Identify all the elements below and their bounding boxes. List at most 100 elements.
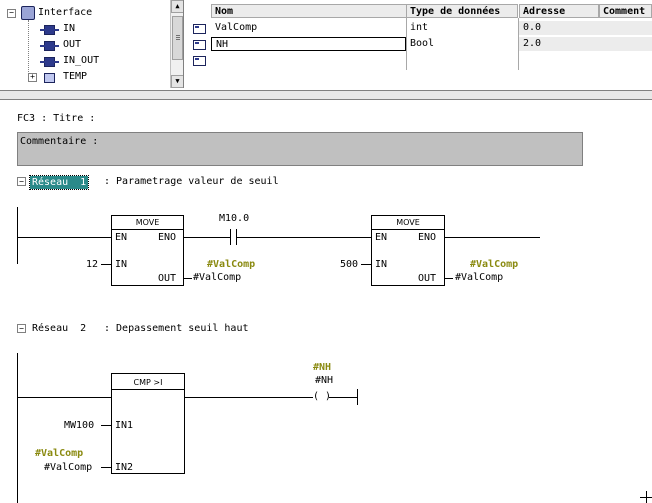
variable-comment-cell[interactable] [599,37,652,51]
pin-in: IN [375,259,388,270]
column-divider [406,18,407,70]
network-collapse-icon[interactable]: − [17,324,26,333]
pane-splitter[interactable] [0,90,652,100]
pin-in: IN [115,259,128,270]
move-2-out-operand[interactable]: #ValComp [455,272,504,283]
rung-wire [236,237,371,238]
network-2-title[interactable]: : Depassement seuil haut [104,323,249,334]
table-row[interactable]: NH Bool 2.0 [190,37,652,51]
pin-wire [361,264,371,265]
variable-type-cell[interactable]: Bool [410,38,435,49]
tree-item-label: IN_OUT [63,55,100,66]
variable-address-cell: 0.0 [519,21,599,35]
scroll-down-icon[interactable]: ▼ [171,75,183,88]
move-2-in-operand[interactable]: 500 [340,259,359,270]
scrollbar-thumb[interactable] [172,16,183,60]
power-rail [17,353,18,503]
pin-out: OUT [158,273,177,284]
network-collapse-icon[interactable]: − [17,177,26,186]
block-comment-label: Commentaire : [20,136,99,147]
rung-wire [17,237,111,238]
table-row-empty[interactable] [190,53,652,67]
column-divider [518,18,519,70]
tree-guide-line [28,20,29,78]
contact-left-bar[interactable] [230,229,231,245]
tree-item-out[interactable]: OUT [0,37,170,53]
network-number: 1 [80,177,87,188]
block-type-label: CMP >I [133,378,163,387]
pin-out: OUT [418,273,437,284]
rung-wire [445,237,540,238]
pin-wire [445,278,453,279]
move-1-out-symbol: #ValComp [207,259,256,270]
interface-tree: − Interface IN OUT IN_OUT + TEMP ▲ [0,0,184,88]
column-header-comment[interactable]: Comment [599,4,652,18]
tree-root-label: Interface [38,7,93,18]
new-variable-row-icon [193,56,206,66]
tree-item-label: OUT [63,39,82,50]
column-header-type[interactable]: Type de données [406,4,518,18]
pin-wire [101,425,111,426]
tree-scrollbar[interactable]: ▲ ▼ [170,0,183,88]
out-param-icon [40,41,59,51]
pin-en: EN [115,232,128,243]
column-header-name[interactable]: Nom [211,4,407,18]
variable-type-cell[interactable]: int [410,22,429,33]
block-header-divider [372,229,444,230]
contact-right-bar[interactable] [236,229,237,245]
tree-item-label: TEMP [63,71,88,82]
rung-wire [17,397,111,398]
coil-icon[interactable]: ( ) [313,391,332,402]
scroll-up-icon[interactable]: ▲ [171,0,183,13]
network-word: Réseau [32,177,69,188]
compare-block[interactable]: CMP >I IN1 IN2 [111,373,185,474]
column-header-address[interactable]: Adresse [519,4,599,18]
variable-name-cell[interactable]: ValComp [215,22,258,33]
rung-wire [185,397,314,398]
rung-wire [329,397,357,398]
variable-table: Nom Type de données Adresse Comment ValC… [190,0,652,88]
compare-in1-operand[interactable]: MW100 [64,420,95,431]
variable-address-cell: 2.0 [519,37,599,51]
interface-pane: − Interface IN OUT IN_OUT + TEMP ▲ [0,0,652,90]
block-header-divider [112,389,184,390]
variable-name-cell[interactable]: NH [211,37,406,51]
variable-comment-cell[interactable] [599,21,652,35]
network-1-label[interactable]: Réseau 1 [28,175,90,190]
contact-operand[interactable]: M10.0 [219,213,250,224]
block-title[interactable]: FC3 : Titre : [17,113,96,124]
block-header-divider [112,229,183,230]
coil-operand[interactable]: #NH [315,375,334,386]
pin-wire [101,467,111,468]
temp-param-icon [44,73,55,83]
move-1-out-operand[interactable]: #ValComp [193,272,242,283]
power-rail [17,207,18,264]
network-2-label[interactable]: Réseau 2 [32,323,86,334]
tree-item-temp[interactable]: + TEMP [0,69,170,85]
collapse-icon[interactable]: − [7,9,16,18]
expand-icon[interactable]: + [28,73,37,82]
tree-item-in-out[interactable]: IN_OUT [0,53,170,69]
network-number: 2 [80,323,87,334]
table-row[interactable]: ValComp int 0.0 [190,21,652,35]
pin-eno: ENO [158,232,177,243]
coil-symbol: #NH [313,362,332,373]
pin-in2: IN2 [115,462,134,473]
pin-wire [184,278,192,279]
pin-wire [101,264,111,265]
move-2-out-symbol: #ValComp [470,259,519,270]
resize-grip-icon[interactable] [640,491,652,503]
move-block-1[interactable]: MOVE EN ENO IN OUT [111,215,184,286]
in-param-icon [40,25,59,35]
move-block-2[interactable]: MOVE EN ENO IN OUT [371,215,445,286]
block-comment-box[interactable]: Commentaire : [17,132,583,166]
network-1-title[interactable]: : Parametrage valeur de seuil [104,176,279,187]
in-out-param-icon [40,57,59,67]
variable-row-icon [193,40,206,50]
move-1-in-operand[interactable]: 12 [86,259,99,270]
tree-root[interactable]: − Interface [0,5,170,21]
pin-in1: IN1 [115,420,134,431]
tree-item-in[interactable]: IN [0,21,170,37]
compare-in2-operand[interactable]: #ValComp [44,462,93,473]
pin-eno: ENO [418,232,437,243]
